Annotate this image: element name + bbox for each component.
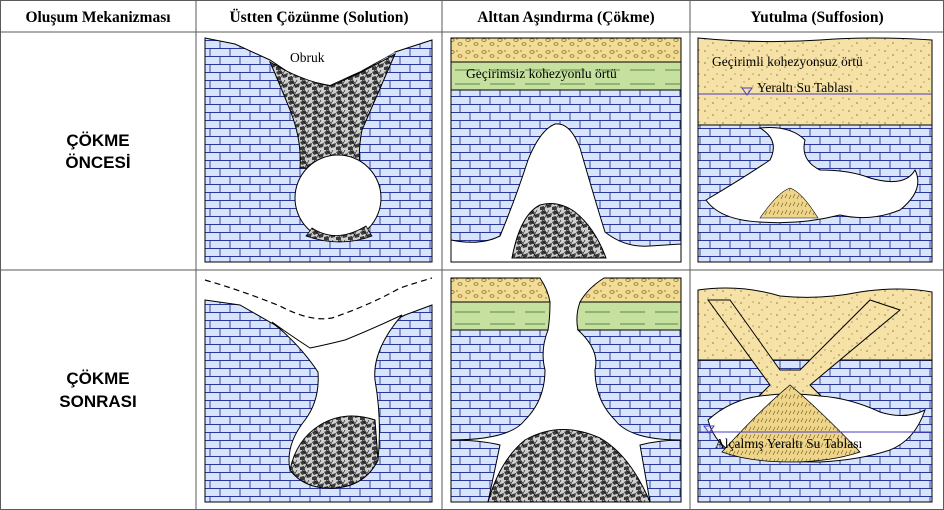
limestone-left bbox=[450, 329, 549, 441]
sand-mound bbox=[721, 384, 861, 463]
cave-void bbox=[450, 123, 682, 263]
panel-collapse-before: Geçirimsiz kohezyonlu örtü bbox=[450, 37, 682, 263]
panel-collapse-after bbox=[450, 277, 682, 503]
header-suffosion: Yutulma (Suffosion) bbox=[750, 9, 883, 26]
limestone-bottom-right bbox=[639, 439, 682, 503]
clay-left bbox=[450, 301, 551, 331]
cave-floor-rubble bbox=[305, 225, 373, 243]
row-after-line2: SONRASI bbox=[59, 392, 136, 411]
impermeable-cover-label: Geçirimsiz kohezyonlu örtü bbox=[466, 66, 617, 81]
clay-dashes-right bbox=[585, 311, 678, 325]
row-before-line2: ÖNCESİ bbox=[65, 153, 130, 172]
water-table-label: Yeraltı Su Tablası bbox=[757, 80, 853, 95]
obruk-label: Obruk bbox=[290, 50, 325, 65]
sinkhole-rubble-upper bbox=[275, 52, 395, 85]
clay-right bbox=[576, 301, 682, 331]
collapse-rubble bbox=[289, 415, 379, 489]
lowered-water-table-label: Alçalmış Yeraltı Su Tablası bbox=[715, 436, 863, 451]
header-solution: Üstten Çözünme (Solution) bbox=[229, 9, 408, 26]
header-mechanism: Oluşum Mekanizması bbox=[25, 9, 171, 26]
water-table-marker bbox=[741, 87, 753, 96]
collapse-rubble-heap bbox=[487, 429, 651, 503]
panel-suffosion-after: Alçalmış Yeraltı Su Tablası bbox=[697, 287, 933, 503]
lowered-water-table-marker bbox=[703, 425, 715, 434]
panel-solution-before: Obruk bbox=[204, 37, 433, 263]
panel-suffosion-before: Geçirimli kohezyonsuz örtü Yeraltı Su Ta… bbox=[697, 37, 933, 263]
limestone-right bbox=[576, 329, 682, 441]
clay-dashes bbox=[455, 69, 680, 85]
cave-void bbox=[705, 127, 919, 224]
row-after-line1: ÇÖKME bbox=[66, 369, 129, 388]
sinkhole-rubble bbox=[268, 52, 397, 169]
sand-cone bbox=[759, 187, 819, 219]
eroded-surface-dashed bbox=[204, 277, 433, 320]
cave-rubble bbox=[511, 203, 607, 259]
clay-dashes-left bbox=[455, 311, 545, 325]
header-collapse: Alttan Aşındırma (Çökme) bbox=[477, 9, 654, 26]
row-before-line1: ÇÖKME bbox=[66, 131, 129, 150]
permeable-cover-label: Geçirimli kohezyonsuz örtü bbox=[712, 54, 863, 69]
gravel-right bbox=[579, 277, 682, 303]
limestone-bottom-left bbox=[450, 439, 501, 503]
cave-void bbox=[294, 154, 382, 242]
sand-cover bbox=[697, 37, 933, 126]
panel-solution-after bbox=[204, 277, 433, 503]
gravel-left bbox=[450, 277, 551, 303]
gravel-layer bbox=[450, 37, 682, 63]
